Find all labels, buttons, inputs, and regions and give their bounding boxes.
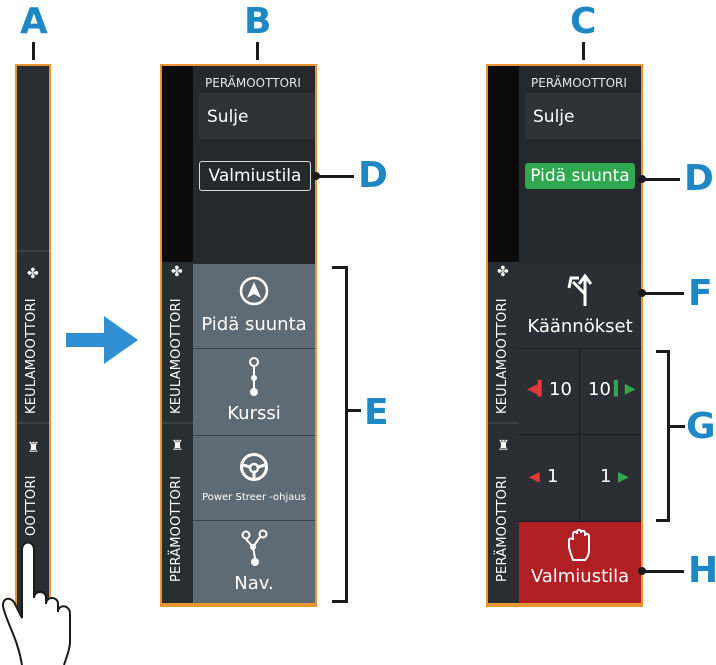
panel-c-content: PERÄMOOTTORI Sulje Pidä suunta [519, 66, 641, 264]
callout-d-dot [312, 172, 320, 180]
bracket-e-vertical [345, 266, 348, 603]
bracket-g-top [656, 350, 670, 353]
panel-title: PERÄMOOTTORI [531, 76, 627, 90]
waypoint-route-icon [241, 529, 268, 566]
step-large-right-button[interactable]: 10 ▍▶ [580, 349, 641, 435]
strip-divider [17, 250, 49, 252]
panel-c-tab-stack: ✤ KEULAMOOTTORI ♜ PERÄMOOTTORI [488, 262, 519, 603]
steering-wheel-icon [240, 453, 268, 481]
step-large-right-value: 10 [588, 379, 611, 400]
callout-g: G [686, 406, 716, 447]
close-tab[interactable]: Sulje [525, 93, 641, 139]
callout-c-tick [582, 42, 585, 60]
hand-tap-icon [2, 541, 71, 665]
step-small-left-value: 1 [547, 466, 559, 487]
callout-b-tick [256, 42, 259, 60]
power-steer-label: Power Streer -ohjaus [202, 492, 306, 503]
course-label: Kurssi [227, 403, 281, 424]
close-label: Sulje [207, 107, 249, 127]
step-small-right-value: 1 [600, 466, 612, 487]
strip-divider [488, 422, 519, 424]
callout-h: H [688, 550, 716, 591]
callout-c: C [570, 1, 597, 42]
strip-divider [17, 422, 49, 424]
callout-d: D [358, 155, 388, 196]
heading-hold-button[interactable]: Pidä suunta [193, 264, 315, 349]
bracket-g-vertical [667, 350, 670, 522]
side-tab-bow-thruster[interactable]: KEULAMOOTTORI [495, 298, 510, 414]
starboard-arrow-icon: ▶ [618, 469, 629, 485]
port-arrow-icon: ◀ [529, 469, 540, 485]
outboard-motor-icon: ♜ [497, 438, 510, 454]
bow-thruster-icon: ✤ [27, 266, 39, 282]
route-line-icon [249, 357, 259, 396]
callout-h-dot [638, 567, 646, 575]
side-tab-outboard[interactable]: OOTTORI [24, 475, 39, 536]
starboard-arrow-icon: ▍▶ [614, 381, 636, 397]
status-indicator-active: Pidä suunta [525, 163, 635, 189]
panel-a-strip: ✤ KEULAMOOTTORI ♜ OOTTORI [17, 66, 49, 626]
callout-f: F [688, 273, 713, 314]
panel-title: PERÄMOOTTORI [205, 76, 301, 90]
bracket-g-bottom [656, 519, 670, 522]
power-steer-button[interactable]: Power Streer -ohjaus [193, 436, 315, 521]
nav-button[interactable]: Nav. [193, 521, 315, 603]
bracket-e-bottom [332, 600, 348, 603]
strip-divider [162, 422, 193, 424]
close-label: Sulje [533, 107, 575, 127]
callout-f-line [644, 292, 684, 295]
callout-h-line [644, 570, 684, 573]
status-indicator: Valmiustila [199, 161, 311, 191]
panel-a-frame: ✤ KEULAMOOTTORI ♜ OOTTORI [15, 64, 51, 626]
side-tab-bow-thruster[interactable]: KEULAMOOTTORI [169, 298, 184, 414]
step-small-right-button[interactable]: 1 ▶ [580, 435, 641, 522]
panel-b-frame: ✤ KEULAMOOTTORI ♜ PERÄMOOTTORI PERÄMOOTT… [160, 64, 317, 607]
turn-pattern-icon [567, 273, 593, 306]
side-tab-outboard[interactable]: PERÄMOOTTORI [495, 475, 510, 582]
port-arrow-icon: ◀▍ [527, 381, 549, 397]
callout-d-dot [638, 175, 646, 183]
bow-thruster-icon: ✤ [171, 264, 183, 280]
callout-e: E [364, 392, 389, 433]
step-large-left-value: 10 [549, 379, 572, 400]
callout-a: A [20, 1, 48, 42]
panel-c-frame: ✤ KEULAMOOTTORI ♜ PERÄMOOTTORI PERÄMOOTT… [486, 64, 643, 607]
nav-label: Nav. [234, 573, 274, 594]
step-large-left-button[interactable]: ◀▍ 10 [519, 349, 580, 435]
callout-d-line [644, 178, 680, 181]
side-tab-outboard[interactable]: PERÄMOOTTORI [169, 475, 184, 582]
close-tab[interactable]: Sulje [199, 93, 315, 139]
panel-b-tab-stack: ✤ KEULAMOOTTORI ♜ PERÄMOOTTORI [162, 262, 193, 603]
panel-b-content: PERÄMOOTTORI Sulje Valmiustila [193, 66, 315, 264]
bracket-e-stem [345, 409, 361, 412]
bracket-g-stem [667, 425, 685, 428]
standby-button[interactable]: Valmiustila [519, 522, 641, 603]
compass-arrow-icon [239, 276, 269, 306]
callout-f-dot [638, 289, 646, 297]
outboard-motor-icon: ♜ [27, 440, 40, 456]
standby-label: Valmiustila [530, 566, 630, 587]
bow-thruster-icon: ✤ [497, 264, 509, 280]
course-button[interactable]: Kurssi [193, 349, 315, 436]
turns-label: Käännökset [527, 316, 633, 337]
step-small-left-button[interactable]: ◀ 1 [519, 435, 580, 522]
side-tab-bow-thruster[interactable]: KEULAMOOTTORI [24, 298, 39, 414]
turns-button[interactable]: Käännökset [519, 264, 641, 349]
hand-stop-icon [568, 528, 590, 561]
callout-d: D [684, 158, 714, 199]
outboard-motor-icon: ♜ [171, 438, 184, 454]
callout-d-line [318, 175, 354, 178]
heading-hold-label: Pidä suunta [201, 314, 307, 335]
transition-arrow-icon [66, 316, 138, 364]
callout-a-tick [32, 42, 35, 60]
callout-b: B [244, 1, 272, 42]
bracket-e-top [332, 266, 348, 269]
